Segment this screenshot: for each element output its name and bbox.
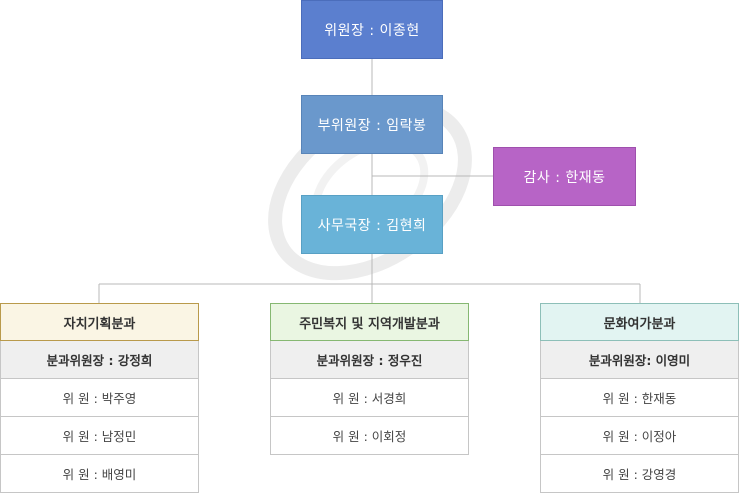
vice-chairman-label: 부위원장 : 임락봉 [317,117,427,134]
member-row: 위 원 : 남정민 [0,417,199,455]
member-row: 위 원 : 서경희 [270,379,469,417]
member-row: 위 원 : 이정아 [540,417,739,455]
department-culture-leisure: 문화여가분과 분과위원장: 이영미 위 원 : 한재동 위 원 : 이정아 위 … [540,303,739,493]
auditor-box: 감사 : 한재동 [493,147,636,206]
department-welfare-development: 주민복지 및 지역개발분과 분과위원장 : 정우진 위 원 : 서경희 위 원 … [270,303,469,455]
vice-chairman-box: 부위원장 : 임락봉 [301,95,443,154]
auditor-label: 감사 : 한재동 [523,169,606,186]
department-head: 분과위원장 : 정우진 [270,341,469,379]
chairman-label: 위원장 : 이종현 [324,22,420,39]
member-row: 위 원 : 강영경 [540,455,739,493]
department-head: 분과위원장 : 강정희 [0,341,199,379]
department-autonomy-planning: 자치기획분과 분과위원장 : 강정희 위 원 : 박주영 위 원 : 남정민 위… [0,303,199,493]
secretary-general-label: 사무국장 : 김현희 [317,217,427,234]
department-title: 주민복지 및 지역개발분과 [270,303,469,341]
department-head: 분과위원장: 이영미 [540,341,739,379]
member-row: 위 원 : 박주영 [0,379,199,417]
member-row: 위 원 : 한재동 [540,379,739,417]
member-row: 위 원 : 이회정 [270,417,469,455]
secretary-general-box: 사무국장 : 김현희 [301,195,443,254]
department-title: 자치기획분과 [0,303,199,341]
chairman-box: 위원장 : 이종현 [301,0,443,59]
member-row: 위 원 : 배영미 [0,455,199,493]
department-title: 문화여가분과 [540,303,739,341]
